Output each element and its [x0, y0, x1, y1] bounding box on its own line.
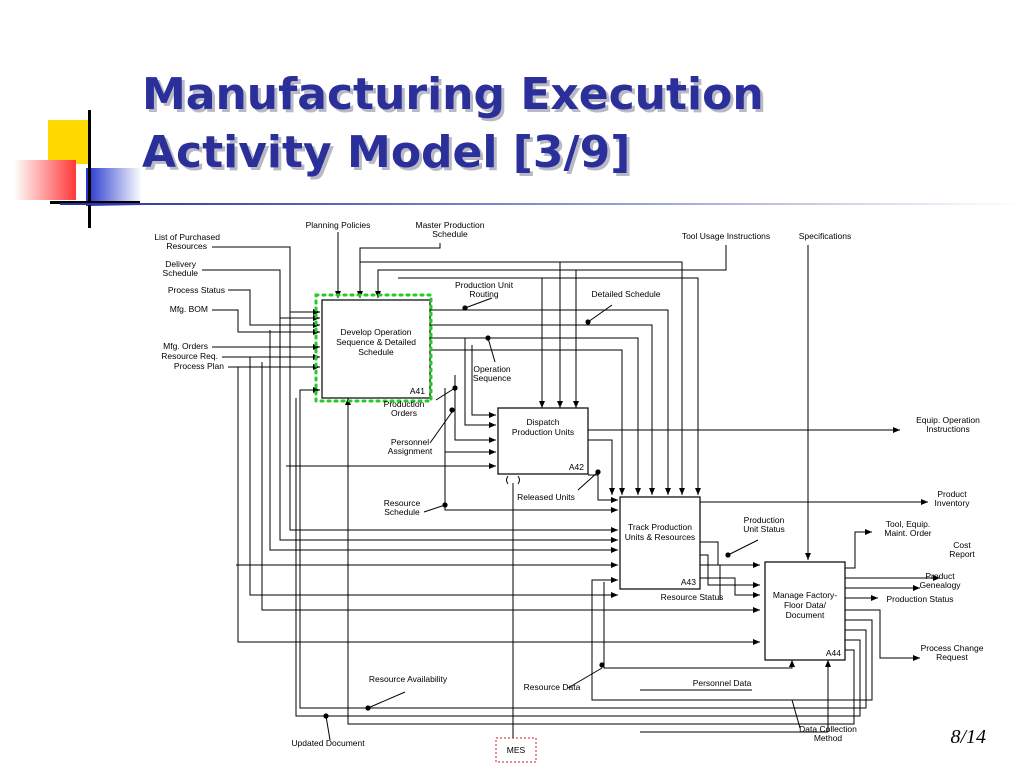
data-collection-label-2: Method [814, 733, 843, 743]
mes-label: MES [507, 745, 526, 755]
tool-usage-label: Tool Usage Instructions [682, 231, 770, 241]
a44-label-1: Manage Factory- [773, 590, 837, 600]
personnel-assignment-label-2: Assignment [388, 446, 433, 456]
personnel-data-label: Personnel Data [693, 678, 752, 688]
routing-label-1: Production Unit [455, 280, 514, 290]
purchased-label-2: Resources [166, 241, 207, 251]
a44-label-2: Floor Data/ [784, 600, 827, 610]
production-orders-label-2: Orders [391, 408, 417, 418]
specifications-label: Specifications [799, 231, 851, 241]
cost-report-label-1: Cost [953, 540, 971, 550]
mes-box: MES [495, 737, 537, 763]
resource-schedule-label-2: Schedule [384, 507, 420, 517]
page-number: 8/14 [950, 726, 986, 748]
a41-label-2: Sequence & Detailed [336, 337, 416, 347]
released-units-label: Released Units [517, 492, 575, 502]
a43-label-1: Track Production [628, 522, 692, 532]
output-labels: Equip. Operation Instructions Product In… [884, 415, 983, 662]
a42-label-2: Production Units [512, 427, 574, 437]
junction-dots [323, 305, 731, 719]
mechanism-bracket [506, 475, 520, 485]
title-line-1: Manufacturing Execution [142, 69, 764, 120]
resource-status-label: Resource Status [661, 592, 724, 602]
purchased-label-1: List of Purchased [154, 232, 220, 242]
highlight-box [314, 293, 433, 403]
process-change-label-2: Request [936, 652, 968, 662]
decor-yellow-square [48, 120, 90, 164]
title-underline [60, 203, 1020, 205]
decor-blue-square [86, 168, 142, 206]
equip-instructions-label-1: Equip. Operation [916, 415, 980, 425]
decor-horizontal-line [50, 201, 140, 204]
operation-sequence-label-1: Operation [473, 364, 511, 374]
a43-node-id: A43 [681, 577, 696, 587]
production-orders-label-1: Production [384, 399, 425, 409]
mfg-bom-label: Mfg. BOM [170, 304, 208, 314]
cost-report-label-2: Report [949, 549, 975, 559]
flow-arrows [202, 232, 940, 741]
operation-sequence-label-2: Sequence [473, 373, 512, 383]
a42-node-id: A42 [569, 462, 584, 472]
genealogy-label-1: Product [925, 571, 955, 581]
decor-red-square [14, 160, 76, 200]
master-schedule-label-2: Schedule [432, 229, 468, 239]
mfg-orders-label: Mfg. Orders [163, 341, 208, 351]
planning-policies-label: Planning Policies [306, 220, 371, 230]
genealogy-label-2: Genealogy [919, 580, 961, 590]
title-line-2: Activity Model [3/9] [142, 127, 631, 178]
a42-label-1: Dispatch [526, 417, 559, 427]
process-change-label-1: Process Change [921, 643, 984, 653]
equip-instructions-label-2: Instructions [926, 424, 969, 434]
flow-labels: Production Unit Routing Detailed Schedul… [291, 280, 857, 748]
process-status-label: Process Status [168, 285, 225, 295]
updated-document-label: Updated Document [291, 738, 365, 748]
data-collection-label-1: Data Collection [799, 724, 857, 734]
delivery-label-2: Schedule [163, 268, 199, 278]
a41-node-id: A41 [410, 386, 425, 396]
a41-label-3: Schedule [358, 347, 394, 357]
decor-vertical-line [88, 110, 91, 228]
product-inventory-label-2: Inventory [935, 498, 971, 508]
resource-schedule-label-1: Resource [384, 498, 421, 508]
unit-status-label-1: Production [744, 515, 785, 525]
unit-status-label-2: Unit Status [743, 524, 785, 534]
tool-order-label-1: Tool, Equip. [886, 519, 930, 529]
control-labels: Planning Policies Master Production Sche… [306, 220, 852, 241]
resource-availability-label: Resource Availability [369, 674, 448, 684]
slide-title: Manufacturing Execution Activity Model [… [142, 66, 764, 182]
a43-label-2: Units & Resources [625, 532, 695, 542]
production-status-label: Production Status [886, 594, 953, 604]
activity-a44: Manage Factory- Floor Data/ Document A44 [764, 561, 846, 661]
a44-label-3: Document [786, 610, 825, 620]
a44-node-id: A44 [826, 648, 841, 658]
resource-req-label: Resource Req. [161, 351, 218, 361]
tool-order-label-2: Maint. Order [884, 528, 931, 538]
detailed-schedule-label: Detailed Schedule [592, 289, 661, 299]
master-schedule-label-1: Master Production [416, 220, 485, 230]
a41-label-1: Develop Operation [341, 327, 412, 337]
activity-a42: Dispatch Production Units A42 [497, 407, 589, 475]
activity-a41: Develop Operation Sequence & Detailed Sc… [321, 299, 431, 399]
personnel-assignment-label-1: Personnel [391, 437, 429, 447]
routing-label-2: Routing [469, 289, 499, 299]
delivery-label-1: Delivery [165, 259, 196, 269]
activity-a43: Track Production Units & Resources A43 [619, 496, 701, 590]
product-inventory-label-1: Product [937, 489, 967, 499]
resource-data-label: Resource Data [524, 682, 581, 692]
process-plan-label: Process Plan [174, 361, 224, 371]
input-labels: List of Purchased Resources Delivery Sch… [154, 232, 225, 371]
